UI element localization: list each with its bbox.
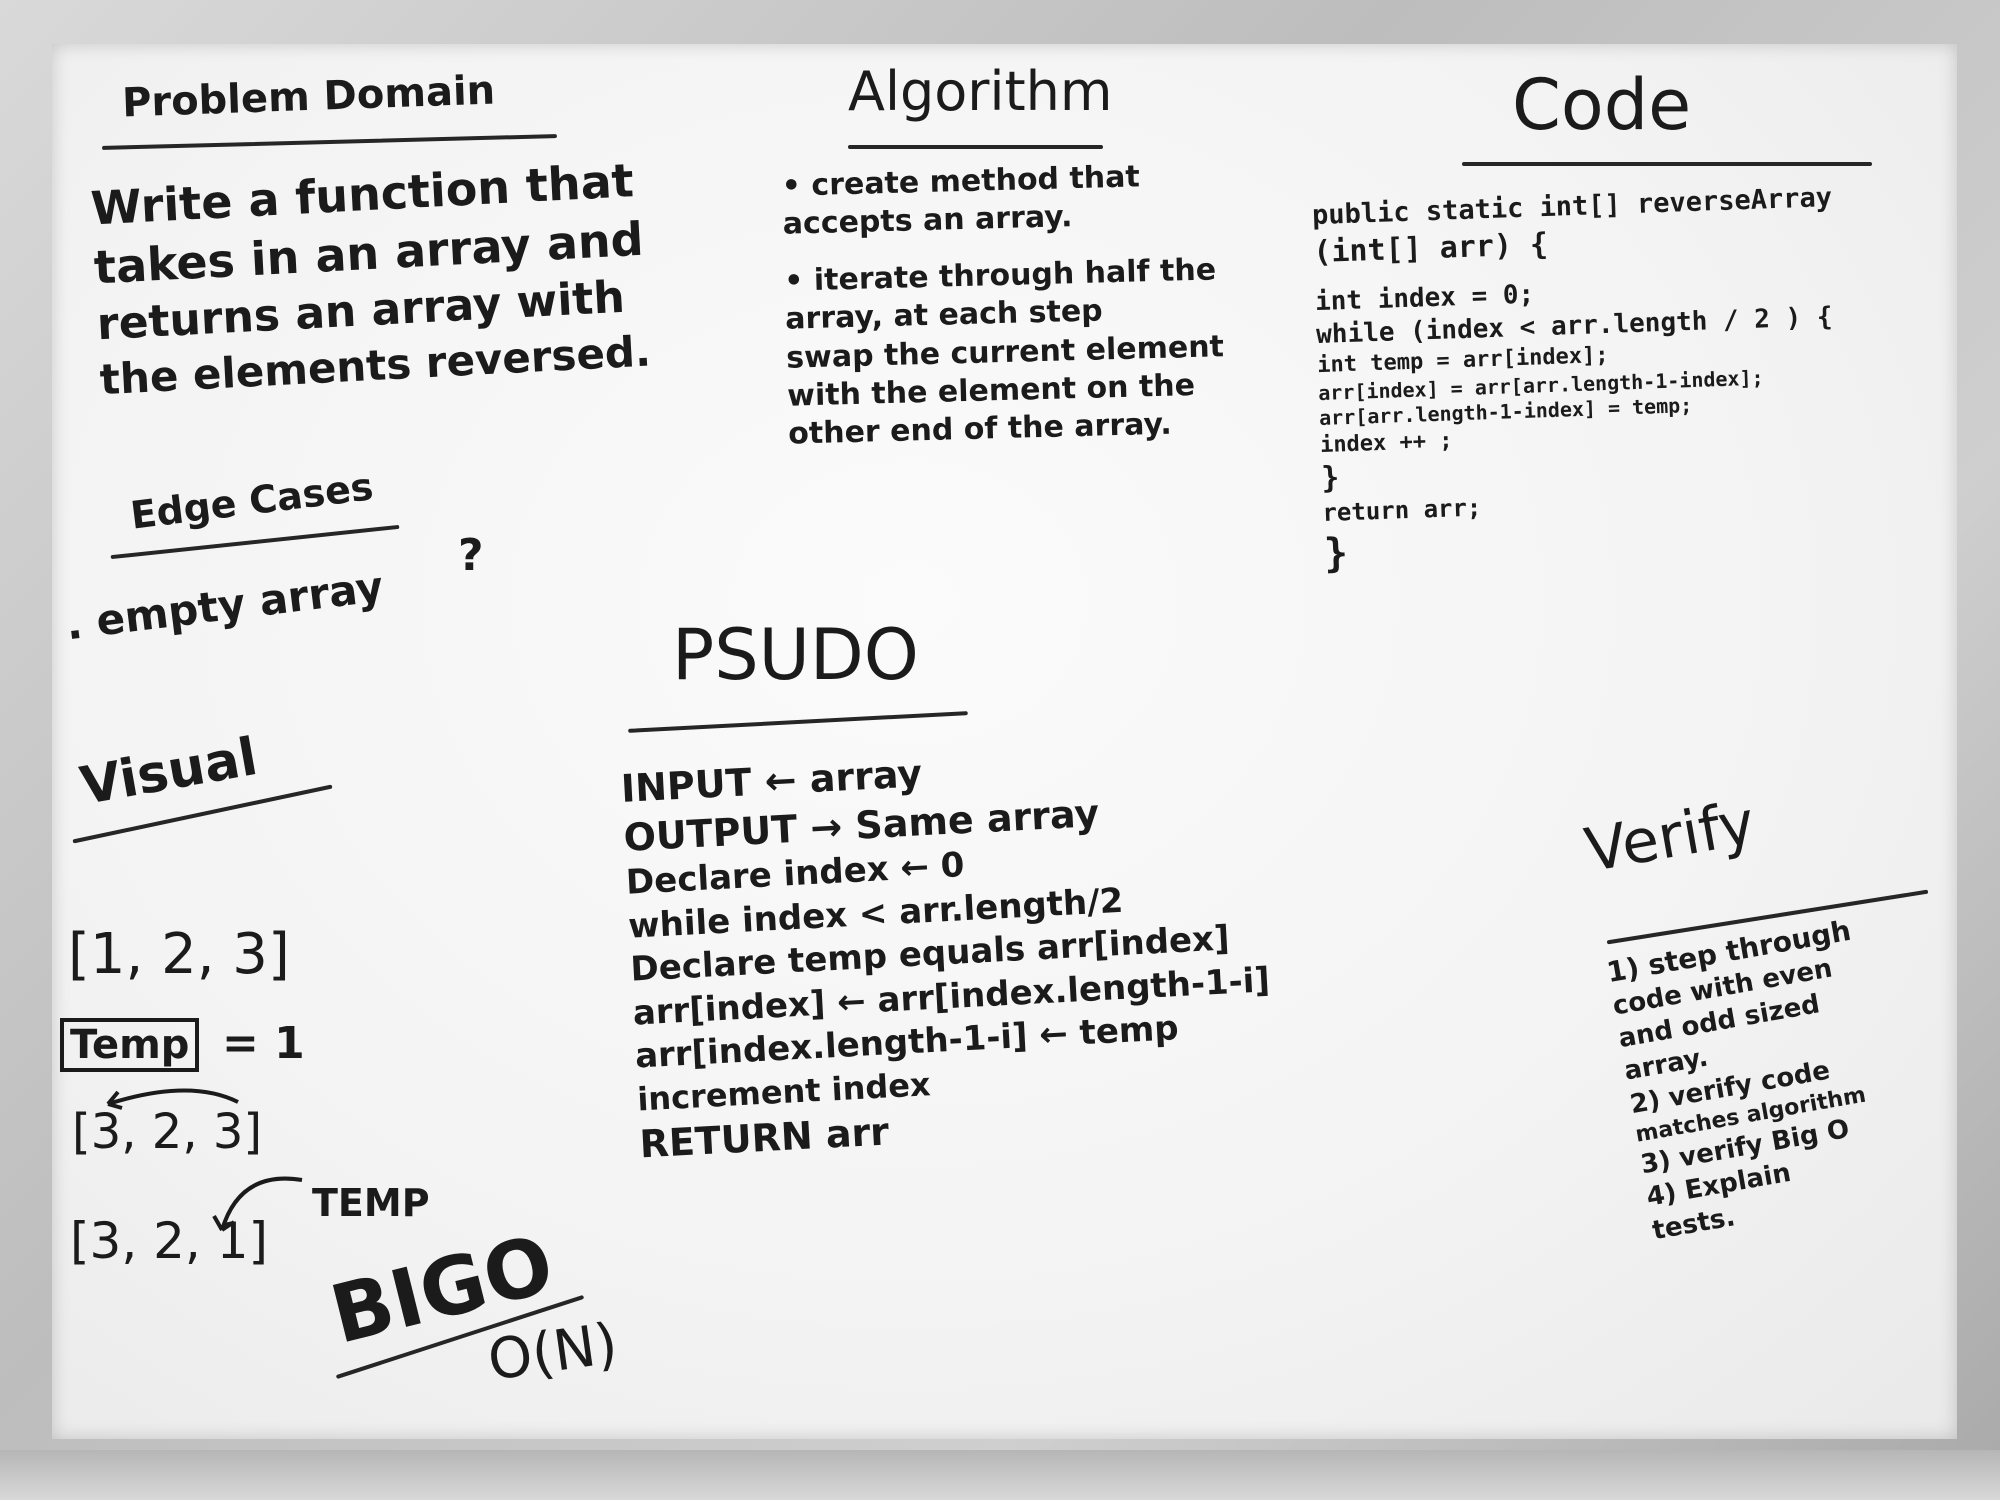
whiteboard-surface	[52, 44, 1957, 1439]
verify-text: 1) step through code with even and odd s…	[1604, 913, 1899, 1248]
edge-case-question: ?	[458, 530, 484, 581]
code-text: public static int[] reverseArray (int[] …	[1312, 181, 1845, 580]
algorithm-heading: Algorithm	[848, 60, 1113, 123]
algorithm-underline	[848, 145, 1103, 149]
visual-row-3: [3, 2, 1]	[70, 1212, 269, 1270]
problem-domain-text: Write a function that takes in an array …	[89, 151, 652, 407]
psudo-heading: PSUDO	[672, 614, 919, 696]
code-heading: Code	[1512, 64, 1692, 146]
psudo-text: INPUT ← array OUTPUT → Same array Declar…	[620, 732, 1278, 1169]
algorithm-text: • create method that accepts an array. •…	[781, 156, 1226, 454]
visual-row-2: [3, 2, 3]	[72, 1104, 263, 1160]
temp-label: Temp	[70, 1022, 190, 1068]
temp-box: Temp	[60, 1018, 200, 1072]
code-underline	[1462, 162, 1872, 166]
floor-strip	[0, 1450, 2000, 1500]
temp-value: = 1	[222, 1018, 305, 1069]
visual-row-1: [1, 2, 3]	[68, 922, 290, 987]
visual-row-3-note: TEMP	[312, 1181, 430, 1225]
